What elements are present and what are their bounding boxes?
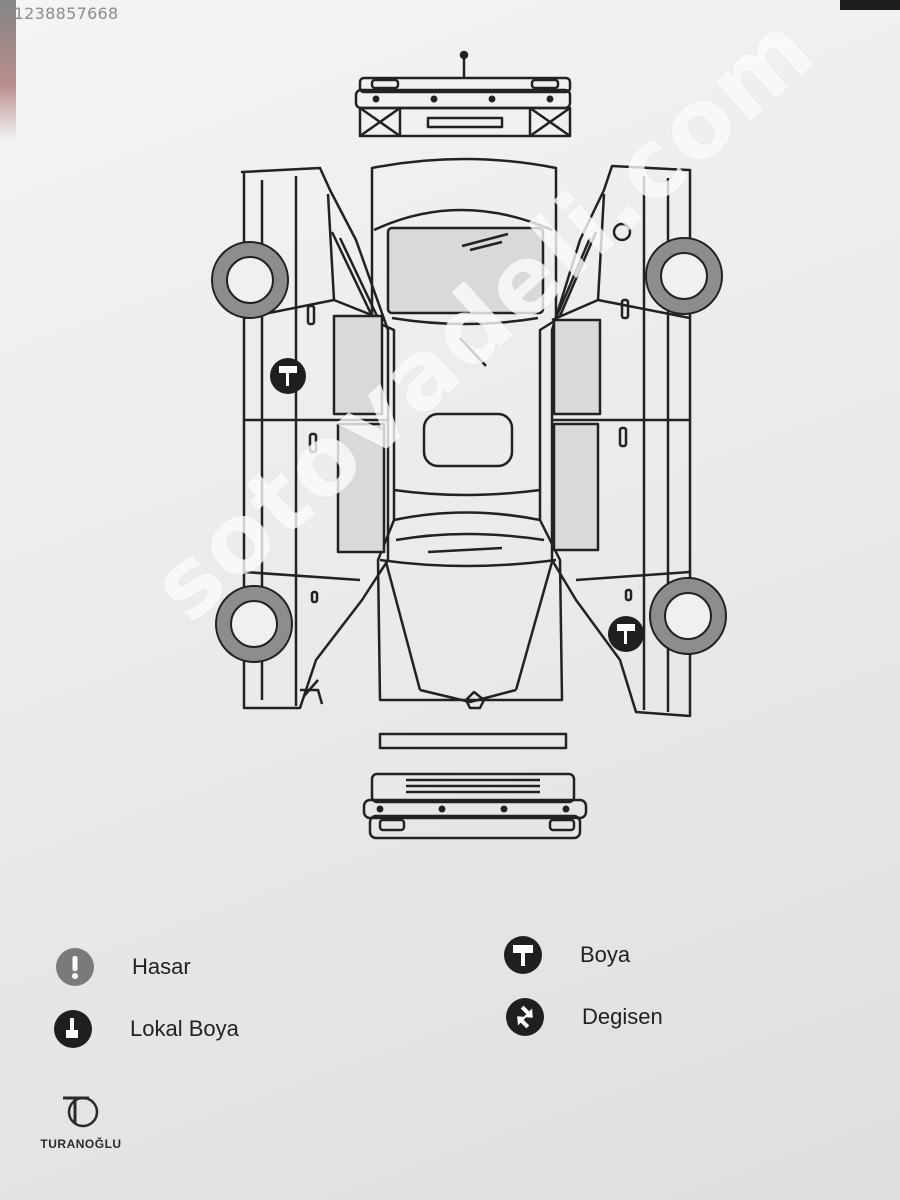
exclamation-icon <box>56 948 94 986</box>
background-edge <box>0 0 16 140</box>
paint-roller-icon <box>504 936 542 974</box>
swap-arrows-icon <box>506 998 544 1036</box>
legend-degisen: Degisen <box>506 998 663 1036</box>
paint-roller-icon <box>608 616 644 652</box>
paint-roller-icon <box>270 358 306 394</box>
rear-bumper-view <box>362 732 588 840</box>
left-side-view <box>240 166 390 710</box>
logo-text: TURANOĞLU <box>40 1137 122 1151</box>
legend-hasar: Hasar <box>56 948 191 986</box>
wheels <box>211 237 727 663</box>
listing-id: #1238857668 <box>0 4 119 23</box>
background-edge-right <box>840 0 900 10</box>
front-bumper-view <box>354 50 572 138</box>
top-view <box>370 157 564 710</box>
legend-label: Boya <box>580 942 631 967</box>
legend-lokal-boya: Lokal Boya <box>54 1010 239 1048</box>
brand-logo: TURANOĞLU <box>36 1090 126 1151</box>
right-side-view <box>550 164 692 718</box>
legend-label: Degisen <box>582 1004 663 1029</box>
turanoglu-logo-icon <box>63 1096 99 1128</box>
legend-boya: Boya <box>504 936 630 974</box>
brush-icon <box>54 1010 92 1048</box>
legend-label: Hasar <box>132 954 191 979</box>
legend-label: Lokal Boya <box>130 1016 239 1041</box>
